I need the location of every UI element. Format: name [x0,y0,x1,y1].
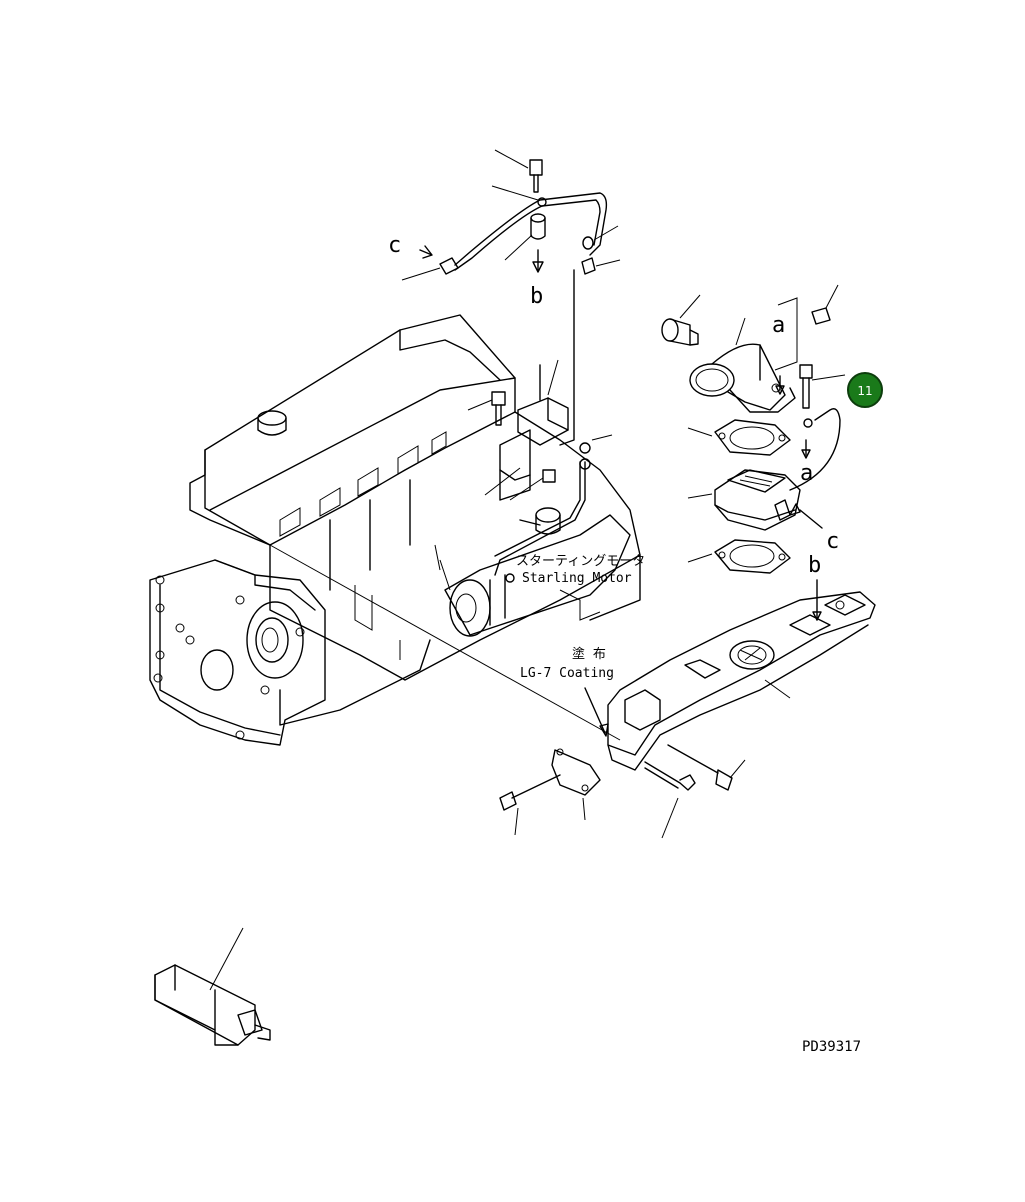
callout-number[interactable]: 11 [857,384,872,398]
tool-shaft [154,927,271,1046]
water-manifold [499,579,876,839]
leader-line [269,544,621,741]
engine-block [149,314,641,746]
label-c-right: c [826,529,839,554]
wiring-harness-top [401,149,621,576]
label-b-right: b [808,553,821,578]
callout-marker[interactable]: 11 [847,372,883,408]
starting-motor-label-jp: スターティングモータ [516,554,645,569]
callout-circle[interactable] [847,372,883,408]
thermostat-housing [661,284,846,574]
coating-label-en: LG-7 Coating [520,666,614,681]
starting-motor [434,507,631,637]
drawing-number: PD39317 [802,1039,861,1055]
label-b-top: b [530,284,543,309]
label-a-right: a [772,313,785,338]
starting-motor-label-en: Starling Motor [522,571,632,586]
label-a-mid: a [800,461,813,486]
label-c-top: c [388,233,401,258]
coating-label-jp: 塗 布 [572,646,606,662]
letter-labels: c b a a c b [388,233,839,578]
